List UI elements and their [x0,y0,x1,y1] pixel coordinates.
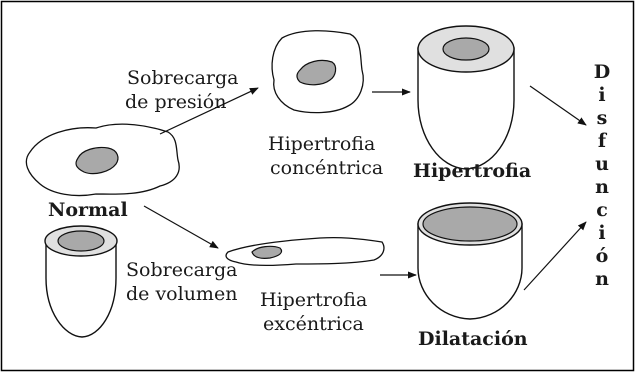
dysfunction-letter: u [595,153,609,175]
dilatation-heart [418,203,522,319]
pressure-overload-label-1: Sobrecarga [127,67,239,89]
dilatation-heart-cavity [423,207,517,241]
dysfunction-letter: f [598,130,608,152]
dysfunction-letter: i [598,84,605,106]
normal-heart [45,226,117,337]
dysfunction-letter: n [595,176,609,198]
dysfunction-letter: ó [596,245,609,267]
normal-heart-cavity [58,231,104,251]
normal-label: Normal [48,199,128,221]
arrow-dilatation-to-dysfunction [524,222,586,290]
dysfunction-letter: D [594,61,610,83]
dysfunction-label: D i s f u n c i ó n [594,61,610,290]
hypertrophy-heart-cavity [443,38,489,60]
concentric-label-1: Hipertrofia [268,133,375,155]
concentric-label-2: concéntrica [270,157,383,179]
eccentric-cell [226,238,384,266]
volume-overload-label-2: de volumen [126,283,237,305]
dysfunction-letter: s [597,107,608,129]
dysfunction-letter: c [596,199,608,221]
eccentric-label-2: excéntrica [263,313,364,335]
concentric-cell [272,31,363,113]
hypertrophy-label: Hipertrofia [413,160,531,182]
hypertrophy-heart [418,26,514,169]
dysfunction-letter: i [598,222,605,244]
normal-cell [26,124,179,195]
arrow-hypertrophy-to-dysfunction [530,86,586,125]
volume-overload-label-1: Sobrecarga [126,259,238,281]
dysfunction-letter: n [595,268,609,290]
eccentric-label-1: Hipertrofia [260,289,367,311]
arrow-to-eccentric [144,206,218,248]
dilatation-label: Dilatación [418,328,528,350]
